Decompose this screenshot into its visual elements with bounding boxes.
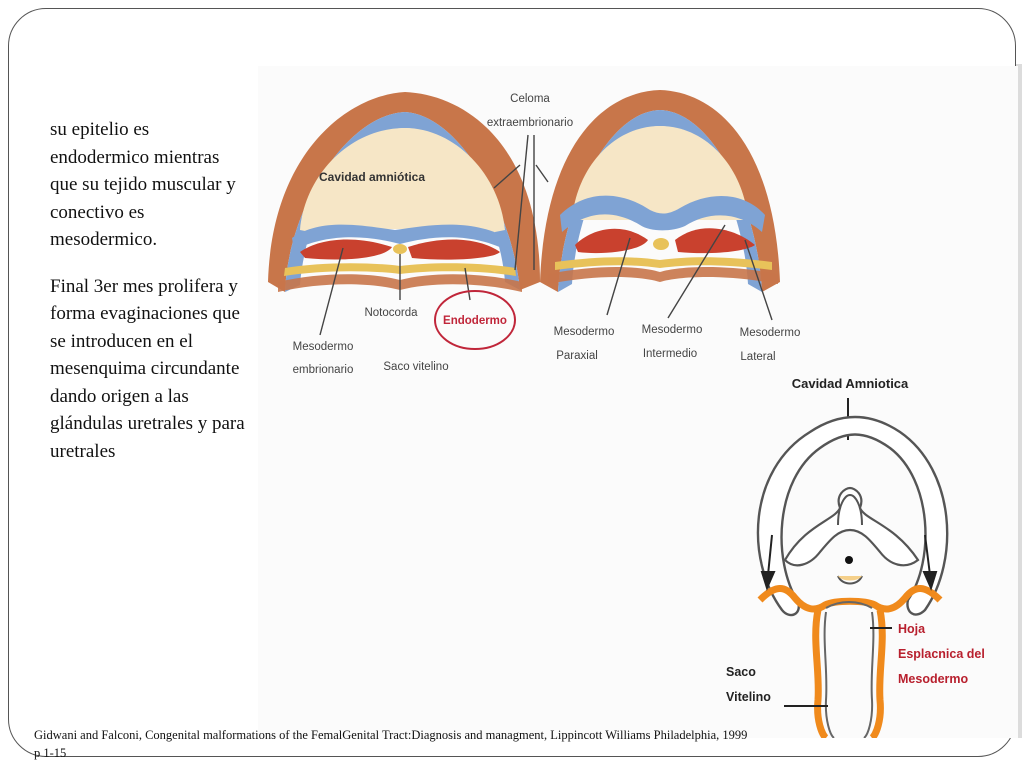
embryo-folding-diagram: Cavidad Amniotica Hoja Esplacnica del M (726, 376, 985, 738)
label-cavidad-amniotica: Cavidad amniótica (319, 170, 425, 184)
label-mesodermo-embrionario-2: embrionario (293, 364, 354, 376)
label-extraembrionario: extraembrionario (487, 117, 573, 129)
label-mesodermo-lateral-1: Mesodermo (740, 327, 801, 339)
figure-edge-shadow (1016, 64, 1022, 738)
text-column: su epitelio es endodermico mientras que … (50, 116, 250, 484)
label-endodermo: Endodermo (443, 315, 507, 327)
embryo-cross-section-left: Cavidad amniótica (268, 92, 540, 292)
paragraph-2: Final 3er mes prolifera y forma evaginac… (50, 275, 245, 462)
label-saco-2: Vitelino (726, 690, 771, 704)
label-celoma: Celoma (510, 93, 550, 105)
label-saco-1: Saco (726, 665, 756, 679)
label-cavidad-amniotica-bottom: Cavidad Amniotica (792, 376, 909, 391)
label-hoja-3: Mesodermo (898, 672, 969, 686)
top-diagram-leader-lines (319, 134, 773, 336)
paragraph-1: su epitelio es endodermico mientras que … (50, 119, 236, 250)
label-saco-vitelino: Saco vitelino (383, 361, 448, 373)
embryo-cross-section-right (540, 90, 780, 292)
label-mesodermo-lateral-2: Lateral (740, 351, 775, 363)
label-hoja-2: Esplacnica del (898, 647, 985, 661)
label-mesodermo-intermedio-1: Mesodermo (642, 324, 703, 336)
label-notocorda: Notocorda (364, 307, 418, 319)
label-mesodermo-paraxial-1: Mesodermo (554, 326, 615, 338)
label-mesodermo-intermedio-2: Intermedio (643, 348, 697, 360)
label-mesodermo-embrionario-1: Mesodermo (293, 341, 354, 353)
embryo-figure: Cavidad amniótica Celoma extraembrionari… (258, 66, 1018, 738)
label-mesodermo-paraxial-2: Paraxial (556, 350, 598, 362)
label-hoja-1: Hoja (898, 622, 926, 636)
endodermo-highlight-circle (434, 290, 516, 350)
citation-caption: Gidwani and Falconi, Congenital malforma… (34, 728, 748, 760)
